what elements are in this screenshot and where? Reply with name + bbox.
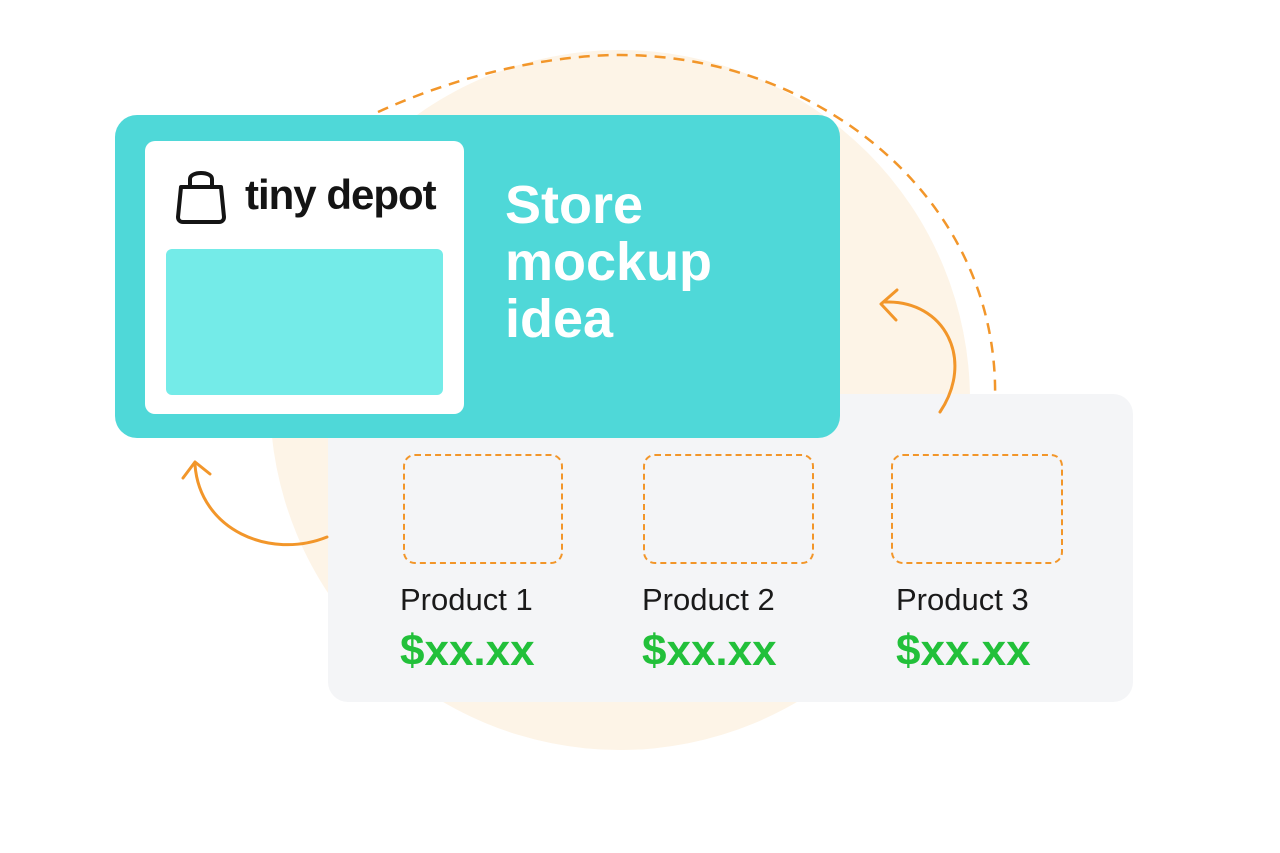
- product-price: $xx.xx: [400, 626, 535, 675]
- store-title: Store mockup idea: [505, 175, 713, 349]
- brand-name: tiny depot: [245, 171, 437, 218]
- hero-image-placeholder: [166, 249, 443, 395]
- shopping-bag-icon: [176, 171, 226, 224]
- product-name: Product 1: [400, 582, 533, 617]
- product-image-placeholder: [643, 454, 814, 564]
- product-price: $xx.xx: [896, 626, 1031, 675]
- product-card[interactable]: Product 1 $xx.xx: [328, 394, 563, 702]
- product-price: $xx.xx: [642, 626, 777, 675]
- store-card: tiny depot Store mockup idea: [115, 115, 840, 438]
- product-card[interactable]: Product 2 $xx.xx: [569, 394, 814, 702]
- product-card[interactable]: Product 3 $xx.xx: [817, 394, 1063, 702]
- product-name: Product 3: [896, 582, 1029, 617]
- store-preview: tiny depot: [145, 141, 464, 414]
- product-image-placeholder: [403, 454, 563, 564]
- product-listing-panel: Product 1 $xx.xx Product 2 $xx.xx Produc…: [328, 394, 1133, 702]
- product-name: Product 2: [642, 582, 775, 617]
- dashed-orbit-line: [377, 53, 997, 401]
- product-image-placeholder: [891, 454, 1063, 564]
